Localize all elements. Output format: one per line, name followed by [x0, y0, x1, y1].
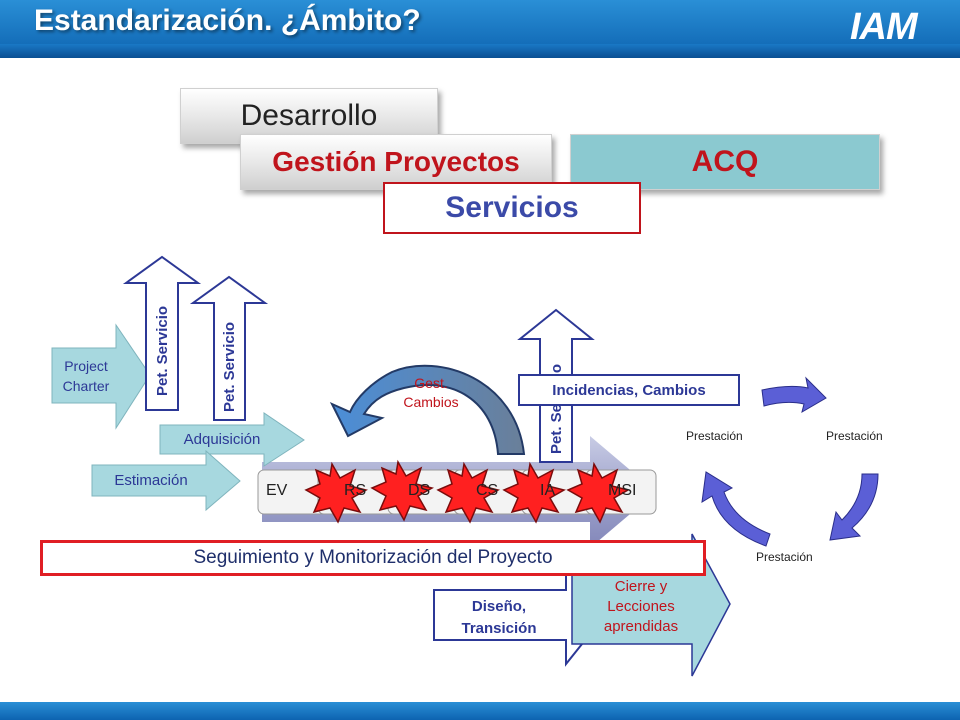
layer-gestion-proyectos: Gestión Proyectos: [240, 134, 552, 190]
starburst-5: [566, 461, 630, 524]
estimacion-arrow: [91, 449, 241, 512]
layer-acq: ACQ: [570, 134, 880, 190]
pet-servicio-label-1: Pet. Servicio: [154, 305, 171, 396]
iam-logo: IAM: [850, 6, 918, 48]
footer-bar: [0, 702, 960, 720]
header-bar-shade: [0, 44, 960, 58]
starburst-3: [436, 461, 500, 524]
gest-cambios-label: Gest. Cambios: [403, 375, 459, 410]
sequence-label-ds: DS: [408, 482, 431, 499]
pet-servicio-arrow-2: [189, 275, 269, 421]
page-title: Estandarización. ¿Ámbito?: [34, 4, 421, 37]
diseno-transicion-label: Diseño, Transición: [461, 598, 537, 637]
layer-servicios: Servicios: [383, 182, 641, 234]
incidencias-cambios-box: Incidencias, Cambios: [518, 374, 740, 406]
project-charter-label: Project Charter: [62, 358, 110, 394]
sequence-label-rs: RS: [344, 482, 367, 499]
prestacion-label-1: Prestación: [686, 429, 743, 443]
cycle-arrow-right: [829, 473, 879, 541]
adquisicion-label: Adquisición: [183, 431, 261, 448]
prestacion-label-2: Prestación: [826, 429, 883, 443]
cycle-arrow-top: [761, 376, 827, 414]
pet-servicio-label-2: Pet. Servicio: [221, 321, 238, 412]
gest-cambios-arrow: [329, 364, 526, 455]
sequence-label-cs: CS: [476, 482, 499, 499]
estimacion-label: Estimación: [114, 472, 188, 489]
sequence-label-ev: EV: [266, 482, 288, 499]
sequence-label-msi: MSI: [608, 482, 637, 499]
seguimiento-monitorizacion-box: Seguimiento y Monitorización del Proyect…: [40, 540, 706, 576]
sequence-label-ia: IA: [540, 482, 556, 499]
adquisicion-arrow: [159, 412, 305, 467]
prestacion-label-3: Prestación: [756, 550, 813, 564]
cycle-arrow-left: [701, 471, 771, 547]
starburst-2: [370, 459, 434, 522]
pet-servicio-arrow-1: [122, 255, 202, 411]
starburst-1: [304, 461, 368, 524]
cierre-label: Cierre y Lecciones aprendidas: [603, 578, 679, 635]
project-charter-arrow: [51, 323, 151, 430]
starburst-4: [502, 461, 566, 524]
